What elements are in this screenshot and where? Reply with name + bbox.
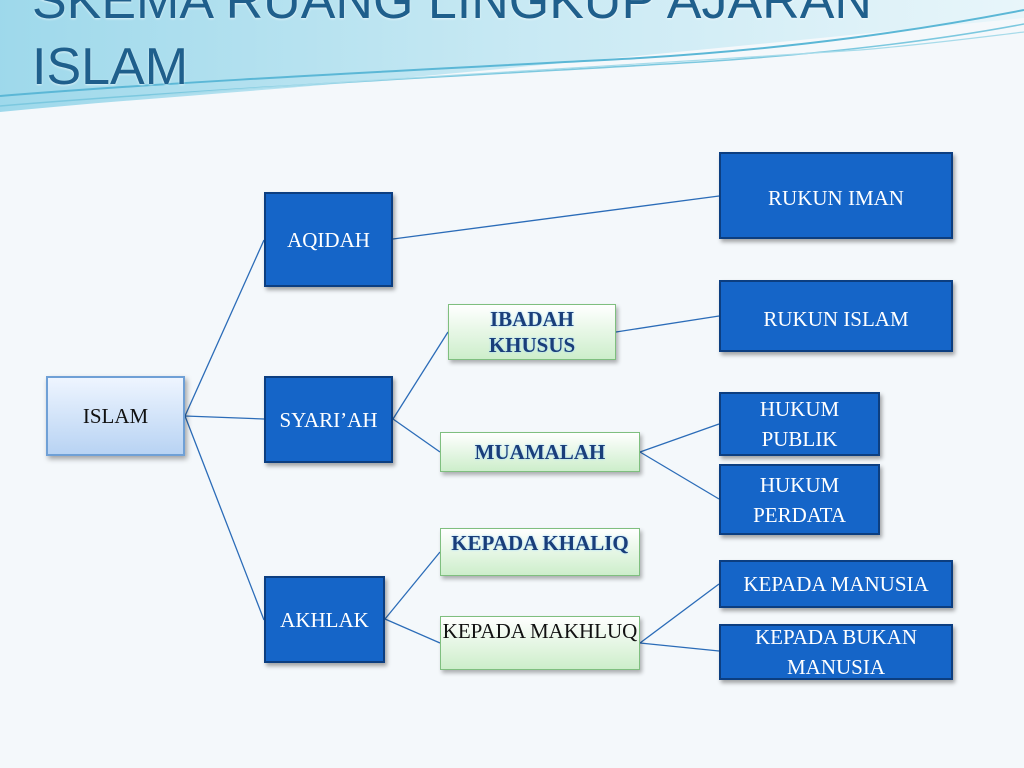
link-ibadah-khusus-rukun-islam (615, 315, 720, 333)
node-rukun-islam: RUKUN ISLAM (719, 280, 953, 352)
header-wave-decoration (0, 0, 1024, 112)
slide-title-line-2: ISLAM (32, 38, 189, 96)
node-hukum-publik: HUKUM PUBLIK (719, 392, 880, 456)
link-akhlak-kepada-makhluq (384, 618, 441, 644)
node-rukun-iman: RUKUN IMAN (719, 152, 953, 239)
link-muamalah-hukum-publik (639, 423, 720, 453)
link-aqidah-rukun-iman (392, 195, 720, 240)
node-ibadah-khusus: IBADAH KHUSUS (448, 304, 616, 360)
slide-title-line-1: SKEMA RUANG LINGKUP AJARAN (32, 0, 872, 30)
link-muamalah-hukum-perdata (639, 451, 720, 500)
node-hukum-perdata: HUKUM PERDATA (719, 464, 880, 535)
node-akhlak: AKHLAK (264, 576, 385, 663)
link-islam-aqidah (184, 239, 265, 417)
link-syariah-muamalah (392, 418, 441, 453)
link-syariah-ibadah-khusus (392, 331, 449, 420)
link-kepada-makhluq-kepada-manusia (639, 583, 720, 644)
node-kepada-bukan-manusia: KEPADA BUKAN MANUSIA (719, 624, 953, 680)
slide-title: SKEMA RUANG LINGKUP AJARAN ISLAM (0, 0, 1024, 100)
node-muamalah: MUAMALAH (440, 432, 640, 472)
link-kepada-makhluq-kepada-bukan-manusia (639, 642, 720, 652)
node-kepada-makhluq: KEPADA MAKHLUQ (440, 616, 640, 670)
link-islam-akhlak (184, 415, 265, 621)
link-islam-syariah (184, 415, 265, 420)
node-syariah: SYARI’AH (264, 376, 393, 463)
node-islam: ISLAM (46, 376, 185, 456)
node-kepada-khaliq: KEPADA KHALIQ (440, 528, 640, 576)
node-kepada-manusia: KEPADA MANUSIA (719, 560, 953, 608)
node-aqidah: AQIDAH (264, 192, 393, 287)
link-akhlak-kepada-khaliq (384, 551, 441, 620)
